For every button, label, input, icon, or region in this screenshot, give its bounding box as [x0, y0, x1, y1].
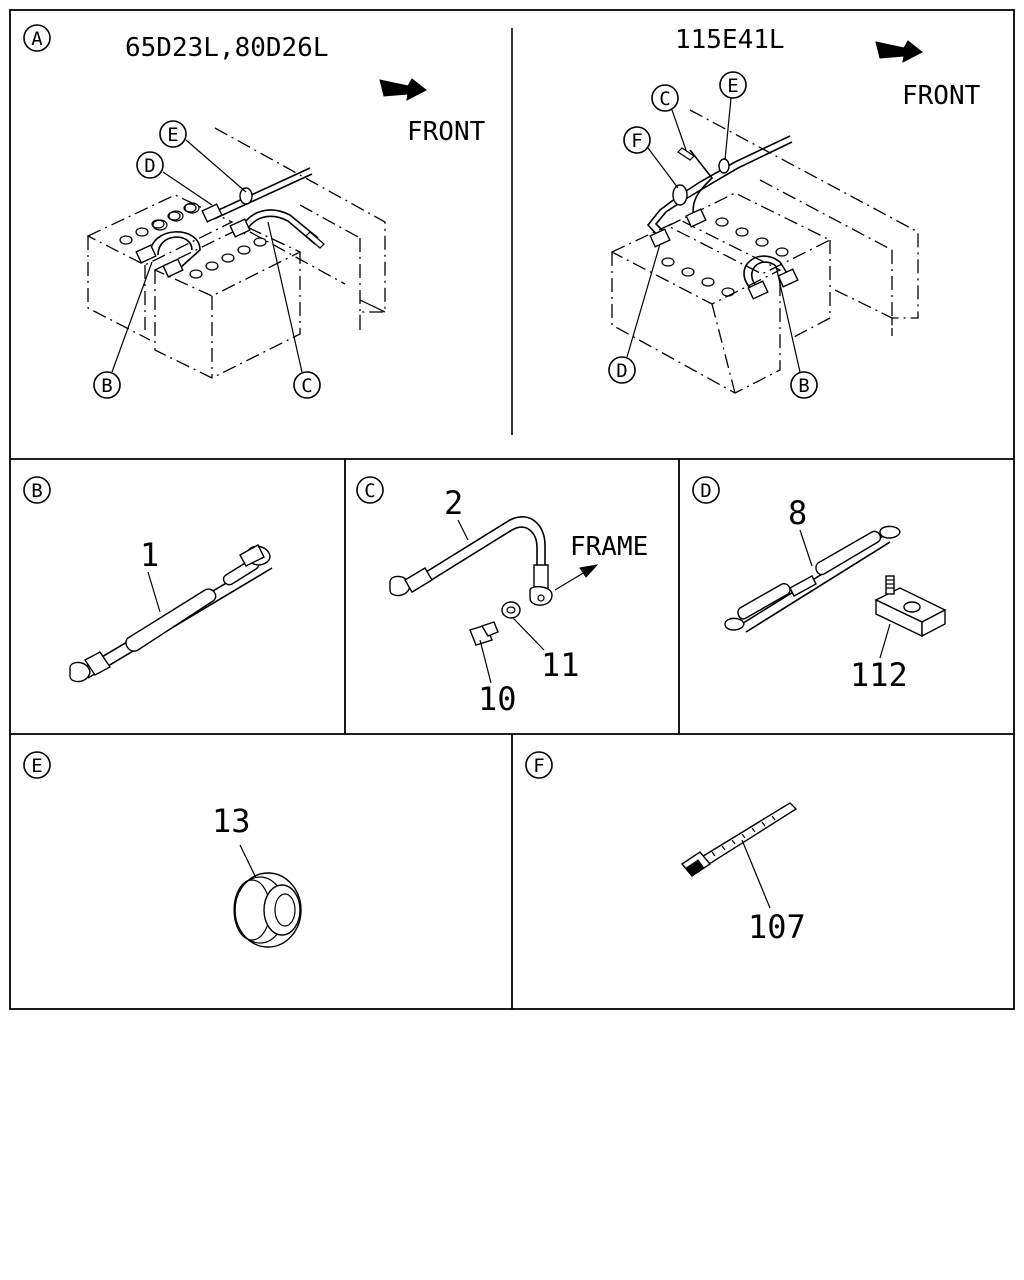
- bolt-part: [469, 621, 499, 646]
- part-number-2: 2: [444, 484, 463, 522]
- positive-cable-part: [724, 525, 901, 633]
- svg-text:E: E: [727, 75, 738, 97]
- svg-text:F: F: [631, 130, 642, 152]
- callout-c: C: [267, 221, 321, 399]
- jumper-cable-b: [743, 255, 799, 300]
- front-arrow-icon: [875, 40, 923, 63]
- callout-b: B: [93, 261, 153, 399]
- ground-cable-part: [389, 516, 553, 606]
- right-layout: 115E41L FRONT: [608, 25, 981, 399]
- left-layout: 65D23L,80D26L FRONT: [86, 33, 486, 399]
- frame-arrow-icon: [554, 564, 599, 591]
- part-number-8: 8: [788, 494, 807, 532]
- callout-e: E: [159, 120, 247, 193]
- front-label: FRONT: [407, 117, 486, 147]
- cable-routing: [646, 135, 793, 248]
- part-number-107: 107: [748, 908, 806, 946]
- svg-text:D: D: [700, 480, 711, 502]
- svg-text:B: B: [31, 480, 42, 502]
- panel-b-badge: B: [23, 476, 51, 504]
- panel-a-badge: A: [23, 24, 51, 52]
- callout-c: C: [651, 84, 687, 151]
- leader-line: [457, 519, 469, 541]
- panel-frame: [9, 9, 1015, 1010]
- cable-tie-part: [680, 802, 798, 877]
- svg-text:D: D: [144, 155, 155, 177]
- terminal-clamp-part: [874, 575, 947, 638]
- callout-f: F: [623, 126, 679, 189]
- panel-c-badge: C: [356, 476, 384, 504]
- ground-cable-c: [229, 209, 325, 249]
- callout-d: D: [608, 243, 661, 384]
- panel-f: F 107: [525, 751, 806, 946]
- leader-line: [879, 623, 891, 659]
- callout-d: D: [136, 151, 213, 206]
- grommet-part: [233, 872, 302, 948]
- panel-e: E 13: [23, 751, 302, 948]
- battery-front: [610, 219, 782, 394]
- callout-e: E: [719, 71, 747, 161]
- battery-model-title: 115E41L: [675, 25, 785, 55]
- front-arrow-icon: [379, 78, 427, 101]
- terminal-caps: [661, 257, 735, 297]
- battery-front: [153, 225, 302, 379]
- part-number-13: 13: [212, 802, 251, 840]
- panel-d: D 8 112: [692, 476, 947, 694]
- svg-text:C: C: [659, 88, 670, 110]
- terminal-caps: [152, 202, 200, 231]
- leader-line: [239, 844, 257, 879]
- frame-label: FRAME: [570, 532, 648, 562]
- leader-line: [479, 639, 492, 684]
- panel-a: A 65D23L,80D26L FRONT: [23, 24, 981, 399]
- jumper-cable-b: [135, 231, 201, 278]
- terminal-caps: [715, 217, 789, 257]
- battery-rear: [86, 194, 234, 341]
- callout-b: B: [775, 265, 818, 399]
- svg-text:E: E: [167, 124, 178, 146]
- positive-cable-d: [201, 167, 313, 223]
- leader-line: [799, 529, 813, 567]
- part-number-11: 11: [541, 646, 580, 684]
- battery-model-title: 65D23L,80D26L: [125, 33, 329, 63]
- part-number-10: 10: [478, 680, 517, 718]
- svg-text:D: D: [616, 360, 627, 382]
- jumper-cable-part: [69, 544, 273, 683]
- svg-text:B: B: [798, 375, 809, 397]
- svg-text:B: B: [101, 375, 112, 397]
- svg-text:A: A: [31, 28, 43, 50]
- panel-f-badge: F: [525, 751, 553, 779]
- battery-rear: [666, 192, 832, 339]
- panel-c: C FRAME 2 11 10: [356, 476, 648, 718]
- panel-d-badge: D: [692, 476, 720, 504]
- svg-text:F: F: [533, 755, 544, 777]
- terminal-caps: [189, 237, 267, 279]
- leader-line: [512, 617, 545, 651]
- terminal-caps: [119, 203, 197, 245]
- part-number-112: 112: [850, 656, 908, 694]
- svg-text:E: E: [31, 755, 42, 777]
- panel-b: B 1: [23, 476, 273, 683]
- front-label: FRONT: [902, 81, 981, 111]
- washer-part: [501, 601, 521, 619]
- leader-line: [741, 839, 771, 909]
- svg-text:C: C: [301, 375, 312, 397]
- leader-line: [147, 571, 161, 613]
- svg-text:C: C: [364, 480, 375, 502]
- panel-e-badge: E: [23, 751, 51, 779]
- part-number-1: 1: [140, 536, 159, 574]
